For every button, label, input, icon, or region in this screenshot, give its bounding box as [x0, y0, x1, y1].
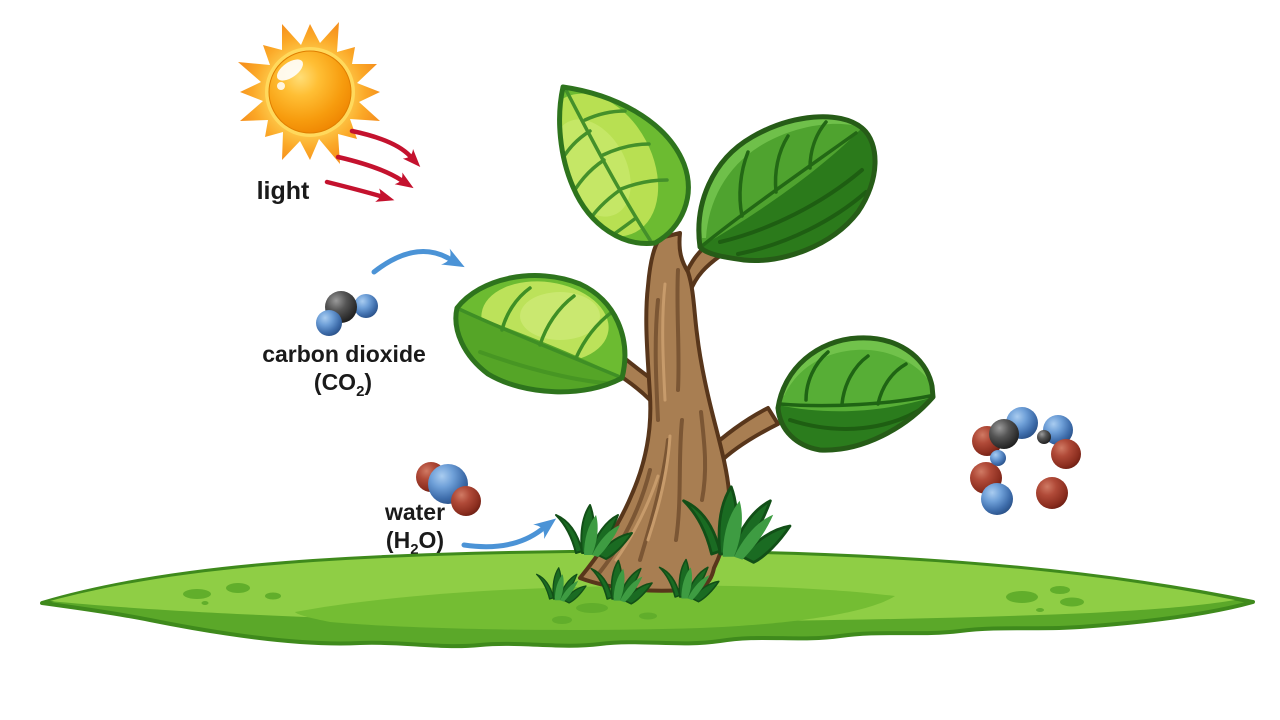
hydrogen-atom-red [1051, 439, 1081, 469]
leaf-top-right [696, 114, 878, 264]
light-ray-arrow [324, 179, 395, 202]
leaf-highlight [520, 292, 600, 340]
sun-highlight-dot [277, 82, 285, 90]
carbon-dioxide-label: carbon dioxide [262, 341, 426, 367]
oxygen-atom-blue [981, 483, 1013, 515]
carbon-atom-small [1037, 430, 1051, 444]
leaf-highlight [782, 339, 930, 396]
plant-trunk [578, 231, 780, 593]
ground-spots [183, 583, 1084, 624]
hydrogen-atom-red [451, 486, 481, 516]
leaf-veins [457, 286, 622, 379]
leaf-shadow [455, 308, 622, 392]
branch-right [704, 406, 780, 466]
output-molecule-cluster [970, 407, 1081, 515]
light-ray-arrows [324, 128, 421, 202]
trunk [578, 231, 732, 593]
leaf-outline [775, 335, 936, 453]
water-to-root-arrow [461, 518, 557, 550]
leaf-outline [453, 273, 628, 395]
leaf-outline [557, 84, 691, 246]
leaf-outline [696, 114, 878, 264]
water-molecule [416, 462, 481, 516]
co2-molecule [316, 291, 378, 336]
oxygen-atom-blue [316, 310, 342, 336]
leaf-middle-left [453, 273, 628, 395]
leaf-veins [778, 350, 932, 408]
light-ray-arrow [335, 154, 414, 189]
hydrogen-atom-red [1036, 477, 1068, 509]
leaf-shadow [778, 397, 933, 451]
leaf-right [775, 335, 936, 453]
co2-to-leaf-arrow [371, 248, 465, 275]
leaf-highlight [701, 118, 860, 238]
leaf-shadow-veins [718, 168, 868, 256]
light-label: light [257, 177, 310, 205]
sun [238, 22, 380, 164]
trunk-texture [598, 268, 708, 574]
sun-highlight [276, 59, 304, 81]
water-label: water [384, 499, 445, 525]
carbon-dioxide-formula: (CO2) [314, 369, 372, 400]
oxygen-atom-blue [354, 294, 378, 318]
sun-core [268, 50, 352, 134]
leaf-top-left [557, 84, 691, 246]
light-ray-arrow [349, 128, 421, 167]
leaf-veins [700, 120, 858, 248]
oxygen-atom-blue-small [990, 450, 1006, 466]
leaf-shadow-vein [478, 350, 618, 386]
leaf-shadow [700, 128, 876, 261]
water-formula: (H2O) [386, 527, 444, 558]
carbon-atom [989, 419, 1019, 449]
